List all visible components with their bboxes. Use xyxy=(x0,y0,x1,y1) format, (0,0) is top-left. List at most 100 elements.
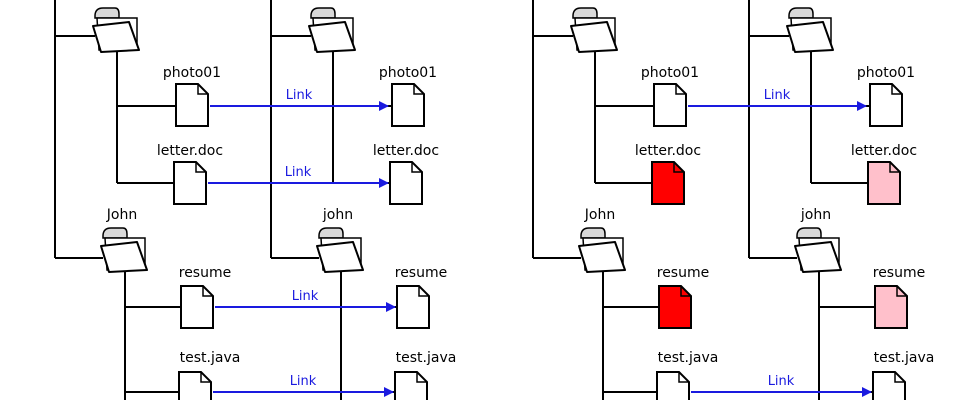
file-label: photo01 xyxy=(379,65,437,81)
document-fold xyxy=(896,286,907,297)
document-fold xyxy=(675,84,686,95)
folder-tab xyxy=(580,227,606,239)
folder-front xyxy=(100,241,148,273)
file-label: resume xyxy=(179,265,231,281)
document-icon xyxy=(869,83,903,127)
document-fold xyxy=(889,162,900,173)
document-fold xyxy=(673,162,684,173)
document-body xyxy=(175,83,209,127)
file-label: test.java xyxy=(180,350,241,366)
folder-front xyxy=(578,241,626,273)
folder-label: john xyxy=(322,207,353,223)
document-icon xyxy=(874,285,908,329)
folder-tab xyxy=(94,7,120,19)
folder-front xyxy=(308,21,356,53)
document-fold xyxy=(416,372,427,383)
file-label: test.java xyxy=(874,350,935,366)
folder-icon xyxy=(92,7,140,53)
link-label: Link xyxy=(290,374,317,389)
document-body xyxy=(872,371,906,405)
folder-tab xyxy=(572,7,598,19)
document-body xyxy=(389,161,423,205)
folder-tab xyxy=(318,227,344,239)
folder-front xyxy=(786,21,834,53)
link-label: Link xyxy=(768,374,795,389)
folder-front xyxy=(794,241,842,273)
document-fold xyxy=(413,84,424,95)
document-body xyxy=(178,371,212,405)
folder-icon xyxy=(578,227,626,273)
document-icon xyxy=(173,161,207,205)
document-fold xyxy=(680,286,691,297)
folder-icon xyxy=(308,7,356,53)
link-label: Link xyxy=(285,165,312,180)
folder-icon xyxy=(100,227,148,273)
folder-tab xyxy=(788,7,814,19)
folder-tab xyxy=(102,227,128,239)
link-label: Link xyxy=(292,289,319,304)
folder-icon xyxy=(786,7,834,53)
document-body xyxy=(869,83,903,127)
file-label: photo01 xyxy=(163,65,221,81)
document-icon xyxy=(651,161,685,205)
document-icon xyxy=(391,83,425,127)
folder-icon xyxy=(316,227,364,273)
file-label: letter.doc xyxy=(373,143,439,159)
document-icon xyxy=(180,285,214,329)
folder-label: John xyxy=(584,207,615,223)
folder-front xyxy=(316,241,364,273)
document-body xyxy=(180,285,214,329)
document-icon xyxy=(394,371,428,405)
link-label: Link xyxy=(764,88,791,103)
document-icon xyxy=(656,371,690,405)
document-body xyxy=(391,83,425,127)
file-label: resume xyxy=(873,265,925,281)
document-icon xyxy=(872,371,906,405)
file-label: letter.doc xyxy=(157,143,223,159)
document-fold xyxy=(411,162,422,173)
folder-tab xyxy=(310,7,336,19)
document-fold xyxy=(197,84,208,95)
folder-icon xyxy=(570,7,618,53)
document-body xyxy=(396,285,430,329)
document-body xyxy=(874,285,908,329)
file-label: photo01 xyxy=(641,65,699,81)
document-fold xyxy=(678,372,689,383)
document-icon xyxy=(658,285,692,329)
document-fold xyxy=(195,162,206,173)
document-icon xyxy=(389,161,423,205)
document-body xyxy=(651,161,685,205)
folder-front xyxy=(570,21,618,53)
folder-tab xyxy=(796,227,822,239)
document-icon xyxy=(175,83,209,127)
document-icon xyxy=(178,371,212,405)
document-body xyxy=(867,161,901,205)
link-label: Link xyxy=(286,88,313,103)
file-label: test.java xyxy=(396,350,457,366)
document-fold xyxy=(418,286,429,297)
file-label: resume xyxy=(395,265,447,281)
document-body xyxy=(173,161,207,205)
file-label: photo01 xyxy=(857,65,915,81)
document-icon xyxy=(396,285,430,329)
document-icon xyxy=(653,83,687,127)
document-fold xyxy=(891,84,902,95)
folder-front xyxy=(92,21,140,53)
document-body xyxy=(653,83,687,127)
document-icon xyxy=(867,161,901,205)
folder-icon xyxy=(794,227,842,273)
file-label: test.java xyxy=(658,350,719,366)
document-body xyxy=(658,285,692,329)
file-label: resume xyxy=(657,265,709,281)
document-body xyxy=(656,371,690,405)
document-fold xyxy=(202,286,213,297)
document-body xyxy=(394,371,428,405)
folder-label: John xyxy=(106,207,137,223)
folder-label: john xyxy=(800,207,831,223)
file-label: letter.doc xyxy=(851,143,917,159)
file-label: letter.doc xyxy=(635,143,701,159)
